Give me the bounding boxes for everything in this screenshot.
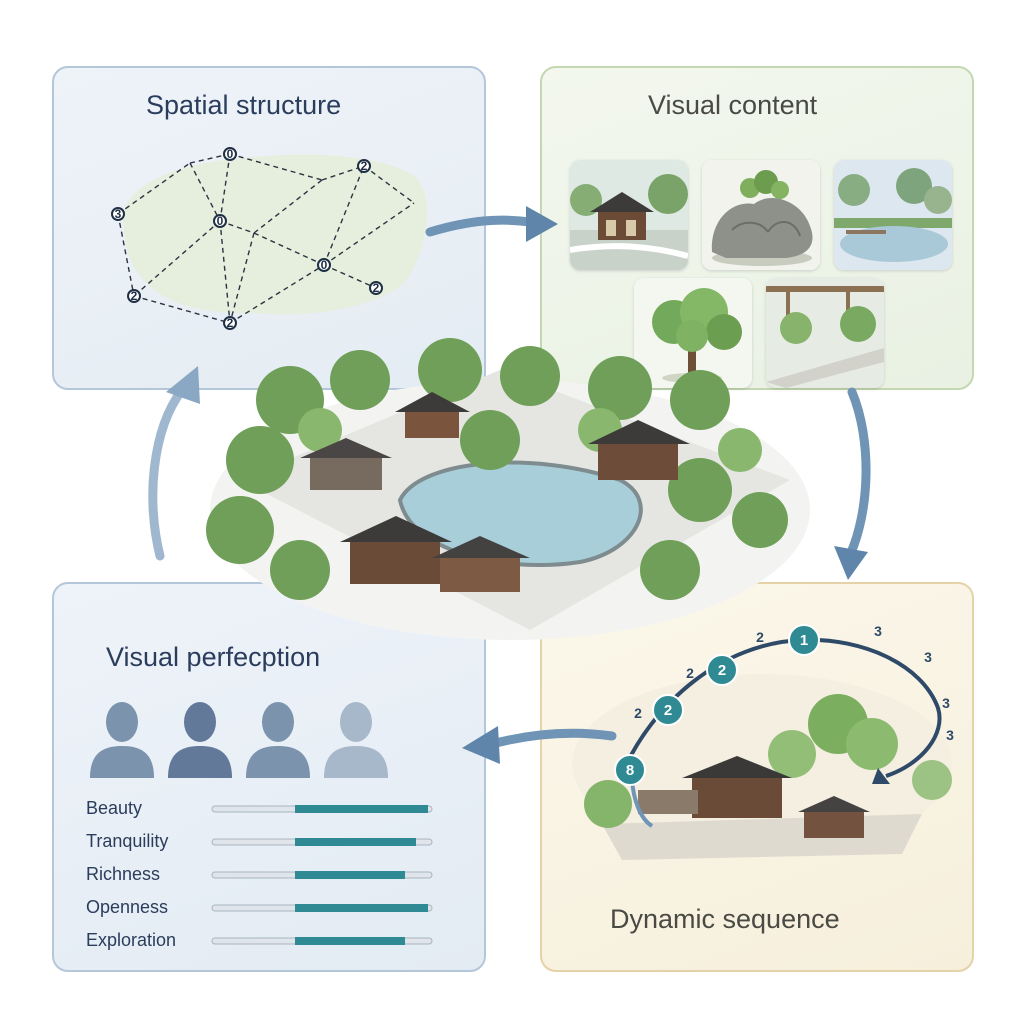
network-node-label: 2 [361,159,368,173]
sequence-marker [614,754,646,786]
person-icon [324,702,388,778]
spatial-network-diagram: 3 0 0 2 0 2 2 2 [111,147,428,330]
sequence-step-label: 2 [634,705,642,721]
path-thumbnail [766,278,884,388]
dynamic-sequence-title: Dynamic sequence [610,904,840,934]
network-node-label: 2 [373,281,380,295]
sequence-step-label: 2 [686,665,694,681]
metric-bar-fill [295,871,405,879]
network-node [357,159,371,173]
metric-bar-fill [295,937,405,945]
metric-bar [211,871,433,879]
sequence-step-label: 3 [946,727,954,743]
visual-perception-title: Visual perfecption [106,642,321,672]
pond-thumbnail [834,160,952,270]
metric-label: Richness [86,864,161,884]
sequence-marker [652,694,684,726]
person-icon [246,702,310,778]
sequence-step-label: 2 [756,629,764,645]
arrow-perception-to-spatial [148,385,187,561]
metric-label: Openness [86,897,169,917]
person-icon [90,702,154,778]
sequence-step-label: 3 [874,623,882,639]
arrow-down-icon [834,546,868,580]
garden-illustration [206,338,810,640]
network-node-label: 2 [227,316,234,330]
network-node [223,147,237,161]
network-node-label: 0 [227,147,234,161]
visual-content-title: Visual content [648,90,818,120]
network-node [369,281,383,295]
network-node [127,289,141,303]
sequence-step-label: 3 [924,649,932,665]
metric-label: Beauty [86,798,143,818]
rock-thumbnail [702,160,820,270]
metric-bar-fill [295,805,428,813]
sequence-marker-label: 2 [718,662,726,679]
sequence-marker [788,624,820,656]
metric-label: Tranquility [86,831,169,851]
metric-bar-fill [295,904,428,912]
sequence-marker-label: 8 [626,762,634,779]
metric-bar [211,838,433,846]
pavilion-thumbnail [570,160,688,270]
network-node-label: 0 [217,214,224,228]
arrow-visual-to-dynamic [845,387,871,560]
metric-bar [211,805,433,813]
network-node [223,316,237,330]
sequence-marker-label: 1 [800,632,808,649]
spatial-structure-title: Spatial structure [146,90,342,120]
network-node [213,214,227,228]
metric-bar [211,904,433,912]
network-node-label: 3 [115,207,122,221]
network-node [111,207,125,221]
sequence-marker-label: 2 [664,702,672,719]
network-node-label: 2 [131,289,138,303]
metric-bar [211,937,433,945]
visual-content-panel: Visual content [540,66,974,390]
metric-bar-fill [295,838,416,846]
person-icon [168,702,232,778]
sequence-scene: 1 2 2 8 2 3 3 2 2 3 3 [572,623,954,860]
dynamic-sequence-panel: 1 2 2 8 2 3 3 2 2 3 3 Dynamic sequence [540,582,974,972]
sequence-marker [706,654,738,686]
network-node [317,258,331,272]
spatial-structure-panel: Spatial structure 3 0 0 2 0 2 2 2 [52,66,486,390]
sequence-step-label: 3 [942,695,950,711]
observer-group [90,702,388,778]
network-node-label: 0 [321,258,328,272]
metric-label: Exploration [86,930,177,950]
tree-thumbnail [634,278,752,388]
